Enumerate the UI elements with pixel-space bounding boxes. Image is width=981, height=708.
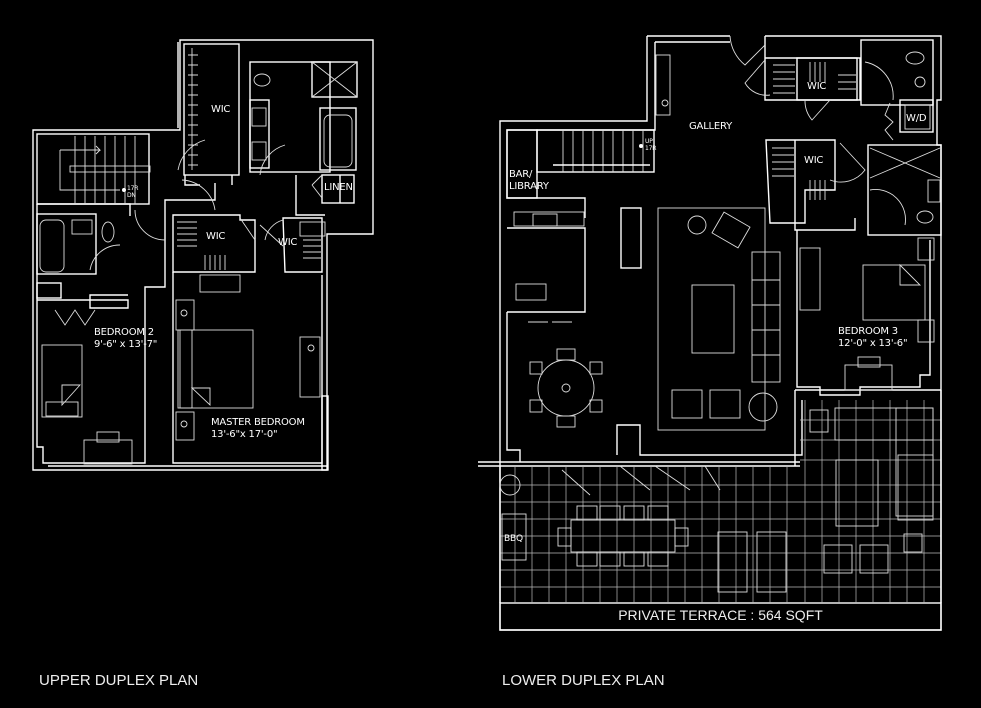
room-label-gallery: GALLERY (689, 121, 733, 132)
room-label-bar-library: BAR/ LIBRARY (509, 169, 549, 193)
room-label-lower-wic-1: WIC (807, 81, 827, 92)
upper-plan-title: UPPER DUPLEX PLAN (39, 672, 199, 689)
stair-riser-count: 17R (127, 185, 139, 192)
stair-label-upper: 17R DN (127, 185, 138, 199)
upper-duplex-fixtures (39, 48, 358, 465)
stair-label-lower: UP 17R (645, 138, 656, 152)
bar-label-line-1: BAR/ (509, 169, 533, 180)
upper-duplex-walls (32, 39, 374, 471)
room-label-washer-dryer: W/D (906, 113, 927, 124)
room-label-bedroom-3: BEDROOM 3 12'-0" x 13'-6" (838, 326, 908, 350)
master-bedroom-name: MASTER BEDROOM (211, 417, 305, 428)
room-label-linen: LINEN (324, 182, 353, 193)
bedroom-3-name: BEDROOM 3 (838, 326, 898, 337)
terrace-area-label: PRIVATE TERRACE : 564 SQFT (618, 607, 823, 623)
room-label-lower-wic-2: WIC (804, 155, 824, 166)
bedroom-2-name: BEDROOM 2 (94, 327, 154, 338)
master-bedroom-size: 13'-6"x 17'-0" (211, 429, 278, 440)
room-label-upper-wic-2: WIC (206, 231, 226, 242)
terrace-tile-grid (499, 390, 942, 603)
room-label-bedroom-2: BEDROOM 2 9'-6" x 13'-7" (94, 327, 157, 351)
lower-duplex-fixtures (513, 35, 941, 431)
bedroom-3-size: 12'-0" x 13'-6" (838, 338, 908, 349)
stair-riser-count: 17R (645, 145, 657, 152)
stair-direction: UP (645, 138, 653, 145)
room-label-upper-wic-1: WIC (211, 104, 231, 115)
room-label-upper-wic-3: WIC (278, 237, 298, 248)
bar-label-line-2: LIBRARY (509, 181, 549, 192)
room-label-master-bedroom: MASTER BEDROOM 13'-6"x 17'-0" (211, 417, 305, 441)
bbq-label: BBQ (504, 534, 523, 544)
lower-plan-title: LOWER DUPLEX PLAN (502, 672, 665, 689)
bedroom-2-size: 9'-6" x 13'-7" (94, 339, 158, 350)
terrace-furniture (499, 407, 934, 593)
stair-direction: DN (127, 192, 136, 199)
